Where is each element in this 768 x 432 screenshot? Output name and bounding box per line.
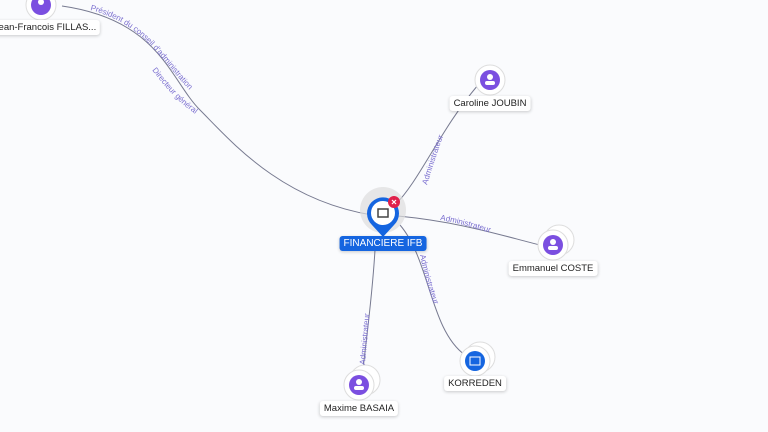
node-maxime: [343, 364, 381, 401]
node-jf: [25, 0, 57, 21]
node-korreden: [459, 341, 496, 377]
node-caroline: [474, 64, 506, 96]
node-label[interactable]: Emmanuel COSTE: [508, 261, 598, 276]
node-emmanuel: [537, 224, 575, 261]
edge-label: Administrateur: [418, 254, 441, 306]
node-center: [360, 187, 406, 237]
edge-label: Administrateur: [358, 313, 371, 365]
edge-jf: [61, 5, 373, 216]
node-label[interactable]: KORREDEN: [444, 376, 506, 391]
edge-maxime: [362, 249, 376, 371]
edge-label: Administrateur: [440, 213, 493, 235]
edge-label: Président du conseil d'administration: [90, 3, 195, 91]
center-label[interactable]: FINANCIERE IFB: [339, 236, 427, 251]
edge-emmanuel: [397, 215, 541, 246]
node-label[interactable]: Maxime BASAIA: [319, 401, 399, 416]
node-label[interactable]: Jean-Francois FILLAS...: [0, 20, 101, 35]
node-label[interactable]: Caroline JOUBIN: [449, 96, 531, 111]
edge-label: Administrateur: [420, 133, 445, 185]
